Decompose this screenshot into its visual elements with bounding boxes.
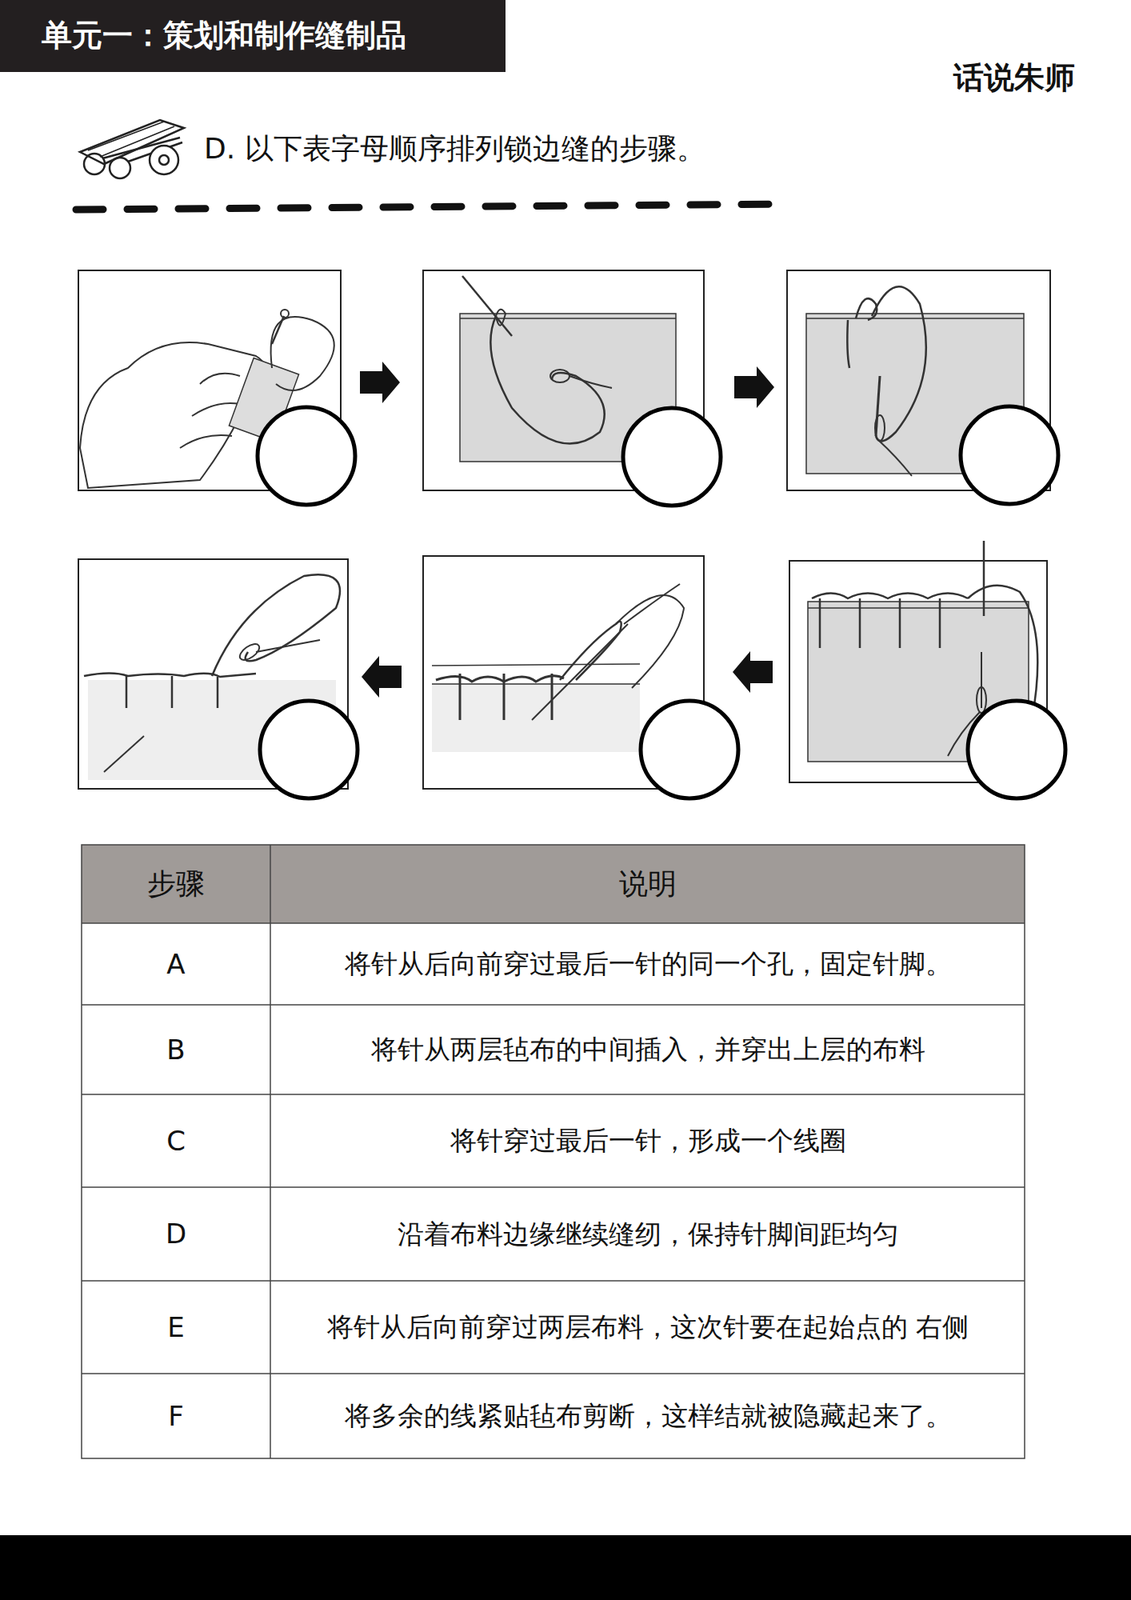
step-panel [78, 270, 356, 505]
step-description: 沿着布料边缘继续缝纫，保持针脚间距均匀 [273, 1188, 1023, 1279]
step-letter: E [84, 1282, 268, 1372]
header-bar [0, 0, 506, 72]
step-description: 将针从两层毡布的中间插入，并穿出上层的布料 [273, 1006, 1023, 1093]
step-arrow [734, 366, 775, 408]
step-description: 将多余的线紧贴毡布剪断，这样结就被隐藏起来了。 [273, 1374, 1023, 1457]
step-arrow [359, 361, 400, 404]
step-arrow [732, 651, 773, 693]
footer-bar [0, 1534, 1131, 1600]
step-panel [789, 540, 1066, 799]
step-panel [423, 555, 739, 799]
step-letter: F [84, 1374, 268, 1457]
dashed-divider [75, 203, 788, 210]
step-letter: B [84, 1006, 268, 1093]
step-letter: A [84, 924, 268, 1004]
step-panel [78, 559, 358, 799]
page-title: 单元一：策划和制作缝制品 [41, 9, 502, 63]
steps-table [81, 844, 1025, 1459]
logo-text: 话说朱师 [927, 54, 1100, 101]
step-panel [787, 270, 1059, 504]
step-letter: D [84, 1188, 268, 1279]
table-header: 说明 [273, 846, 1023, 922]
step-description: 将针穿过最后一针，形成一个线圈 [273, 1095, 1023, 1186]
step-description: 将针从后向前穿过两层布料，这次针要在起始点的 右侧 [273, 1282, 1023, 1372]
sewing-icon [79, 119, 184, 179]
step-letter: C [84, 1095, 268, 1186]
question-text: D. 以下表字母顺序排列锁边缝的步骤。 [203, 127, 796, 170]
step-description: 将针从后向前穿过最后一针的同一个孔，固定针脚。 [273, 924, 1023, 1004]
step-panel [423, 270, 721, 506]
step-arrow [361, 655, 402, 698]
table-header: 步骤 [84, 846, 268, 922]
